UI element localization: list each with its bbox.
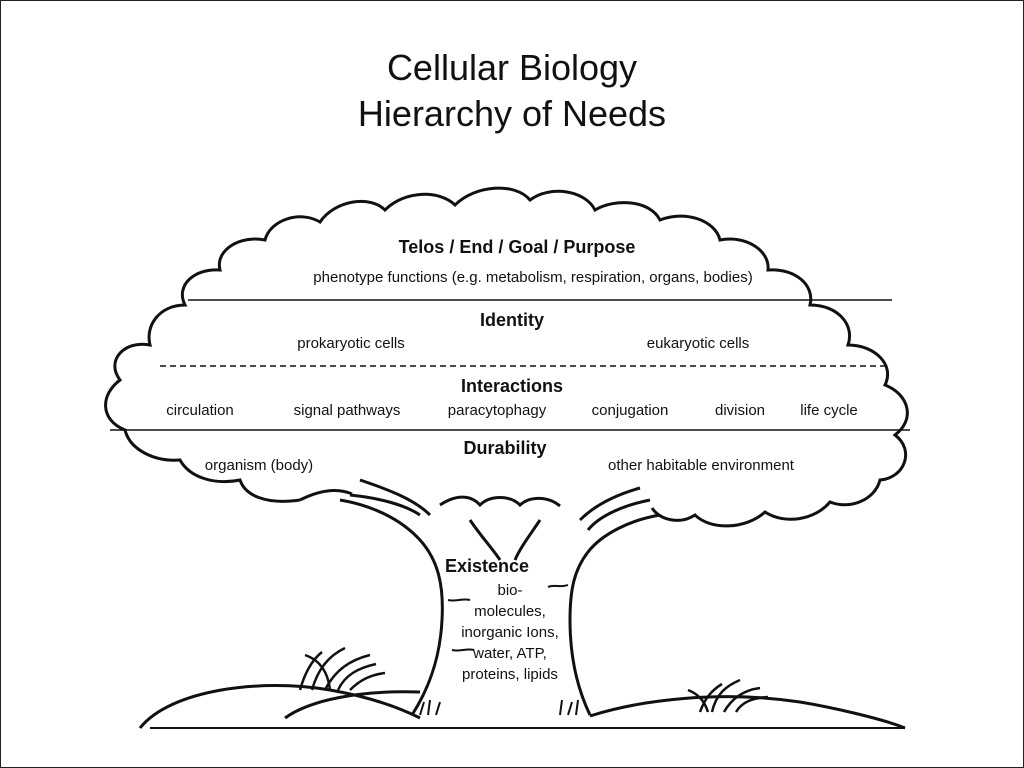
telos-description: phenotype functions (e.g. metabolism, re… [313,269,753,286]
interactions-item-conjugation: conjugation [591,402,669,419]
ground-hill-right [589,695,906,730]
telos-heading: Telos / End / Goal / Purpose [398,237,636,257]
identity-heading: Identity [479,310,545,330]
title-line-2: Hierarchy of Needs [357,93,667,134]
canopy-inner-curl-center [439,495,561,508]
existence-heading: Existence [444,556,530,576]
ground-hill-left [138,684,421,729]
existence-line: bio- [497,582,523,599]
trunk-branch-left [349,478,432,517]
interactions-heading: Interactions [460,376,564,396]
existence-line: proteins, lipids [462,666,558,683]
interactions-item-division: division [714,402,766,419]
title-line-1: Cellular Biology [386,47,638,88]
interactions-item-signal-pathways: signal pathways [293,402,401,419]
grass-tuft-left [298,646,386,691]
identity-item-prokaryotic: prokaryotic cells [297,335,405,352]
ground-hill-mid [284,690,421,720]
existence-line: molecules, [474,603,546,620]
tree-canopy [104,186,909,528]
trunk-center-branch [468,519,542,561]
identity-item-eukaryotic: eukaryotic cells [646,335,750,352]
durability-item-environment: other habitable environment [608,457,794,474]
tree-trunk [339,498,661,716]
interactions-item-circulation: circulation [166,402,234,419]
canopy-inner-curl-left [299,489,353,502]
durability-item-organism: organism (body) [204,457,314,474]
trunk-texture [447,584,569,652]
trunk-branch-right [578,486,651,531]
interactions-item-life-cycle: life cycle [800,402,858,419]
durability-heading: Durability [463,438,547,458]
grass-base-tufts [419,699,579,716]
existence-list: bio- molecules, inorganic Ions, water, A… [445,580,575,685]
interactions-item-paracytophagy: paracytophagy [447,402,547,419]
grass-tuft-right [687,678,769,713]
existence-line: water, ATP, [473,645,547,662]
existence-line: inorganic Ions, [461,624,559,641]
